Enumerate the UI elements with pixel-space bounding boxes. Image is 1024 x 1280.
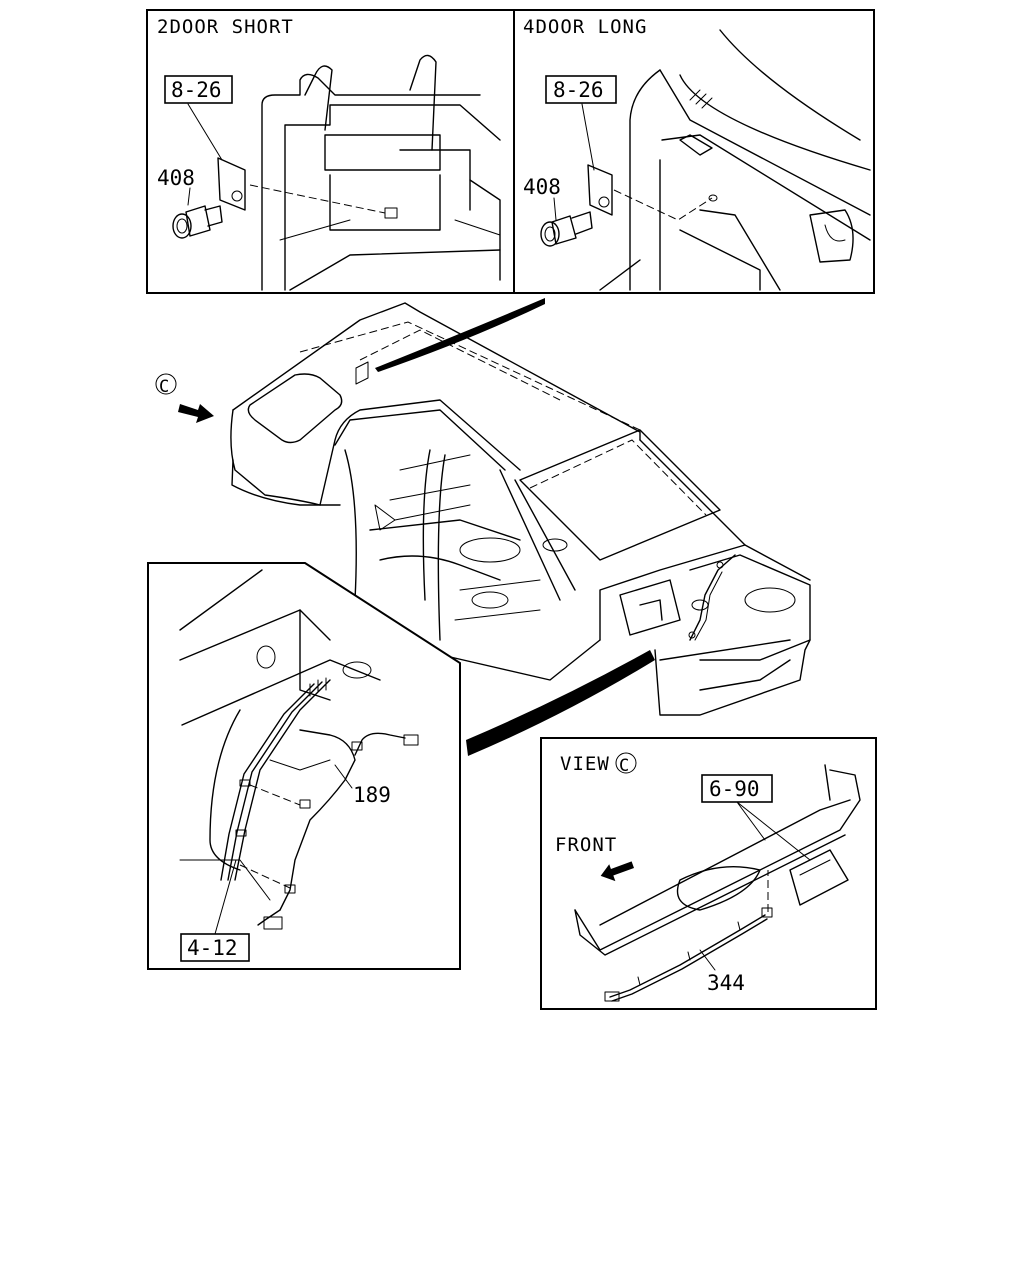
- panel-4door-long: 4DOOR LONG 8-26 408: [513, 9, 875, 294]
- panel-2door-short: 2DOOR SHORT 8-26 408: [146, 9, 515, 294]
- callout-344: 344: [707, 971, 745, 995]
- vehicle-body-shell: [230, 302, 811, 716]
- view-c-marker-letter: C: [159, 377, 169, 397]
- callout-6-90: 6-90: [709, 777, 760, 801]
- callout-8-26-right: 8-26: [553, 78, 604, 102]
- panel-view-symbol: C: [619, 756, 629, 776]
- callout-408-left: 408: [157, 166, 195, 190]
- callout-8-26-left: 8-26: [171, 78, 222, 102]
- panel-title-view: VIEW: [560, 753, 610, 775]
- front-label: FRONT: [555, 834, 617, 856]
- leader-band-top: [375, 298, 545, 372]
- leader-band-bottom: [466, 650, 655, 756]
- front-arrow-icon: [600, 861, 635, 882]
- callout-189: 189: [353, 783, 391, 807]
- callout-4-12: 4-12: [187, 936, 238, 960]
- panel-view-c: VIEW C 6-90 FRONT 344: [540, 737, 877, 1010]
- panel-title-2door-short: 2DOOR SHORT: [157, 16, 294, 38]
- panel-harness-189: 189 4-12: [147, 562, 461, 970]
- view-direction-arrow-icon: [178, 404, 214, 423]
- callout-408-right: 408: [523, 175, 561, 199]
- view-c-marker: C: [155, 373, 214, 423]
- panel-title-4door-long: 4DOOR LONG: [523, 16, 647, 38]
